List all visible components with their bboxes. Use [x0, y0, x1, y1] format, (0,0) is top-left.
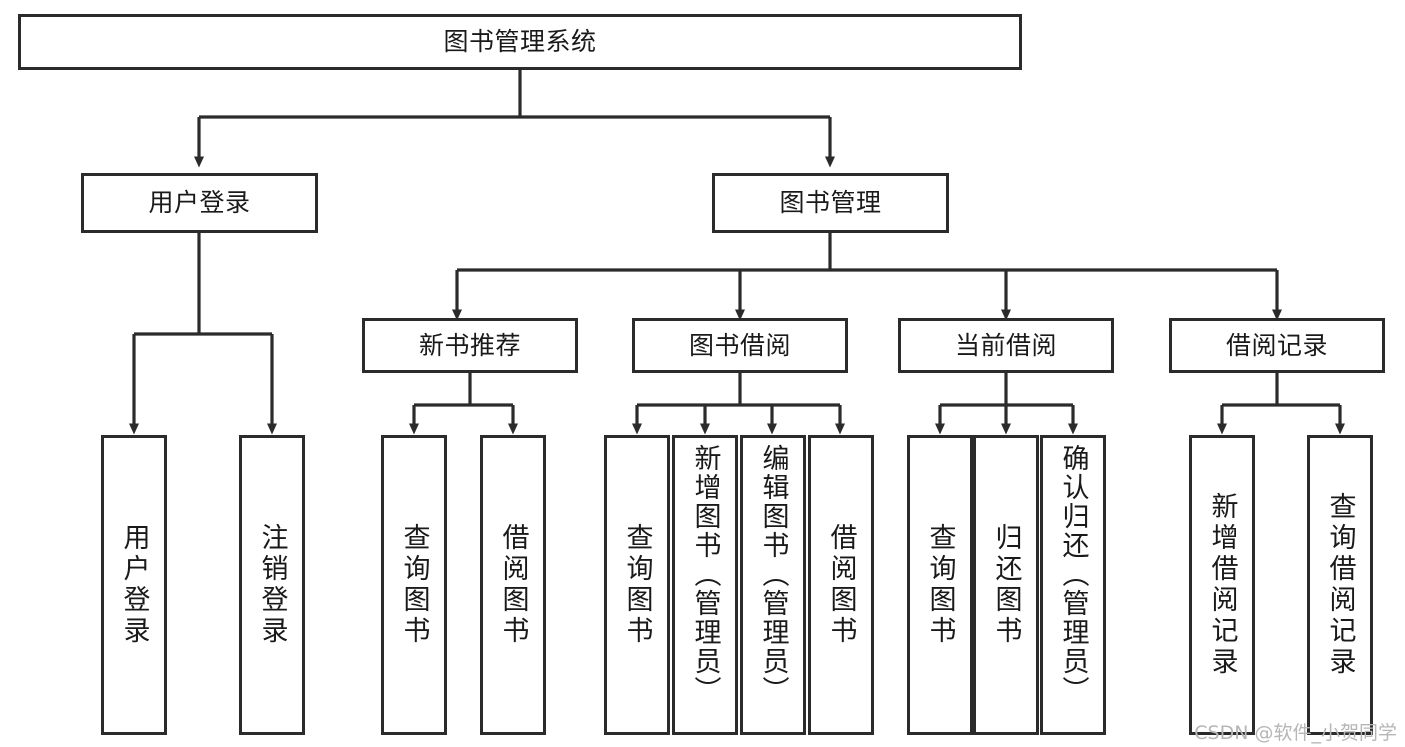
leaf-label: 用户登录	[118, 523, 150, 647]
leaf-label: 借阅图书	[825, 523, 857, 647]
leaf-book-borrow-add[interactable]: 新增图书（管理员）	[672, 435, 738, 735]
leaf-book-borrow-edit[interactable]: 编辑图书（管理员）	[740, 435, 806, 735]
node-root-label: 图书管理系统	[443, 27, 597, 57]
leaf-borrow-record-add[interactable]: 新增借阅记录	[1189, 435, 1255, 735]
leaf-current-borrow-query[interactable]: 查询图书	[907, 435, 973, 735]
node-book-borrow[interactable]: 图书借阅	[632, 318, 848, 373]
leaf-label: 查询图书	[398, 523, 430, 647]
leaf-label: 借阅图书	[497, 523, 529, 647]
node-book-manage-label: 图书管理	[779, 188, 882, 218]
leaf-borrow-record-query[interactable]: 查询借阅记录	[1307, 435, 1373, 735]
leaf-label: 新增图书（管理员）	[689, 444, 721, 705]
node-current-borrow[interactable]: 当前借阅	[898, 318, 1114, 373]
node-user-login-label: 用户登录	[148, 188, 251, 218]
leaf-label: 新增借阅记录	[1206, 492, 1238, 678]
leaf-new-book-query[interactable]: 查询图书	[381, 435, 447, 735]
leaf-current-borrow-confirm[interactable]: 确认归还（管理员）	[1040, 435, 1106, 735]
node-book-manage[interactable]: 图书管理	[712, 173, 949, 233]
leaf-book-borrow-query[interactable]: 查询图书	[604, 435, 670, 735]
leaf-label: 确认归还（管理员）	[1057, 444, 1089, 705]
node-new-book-label: 新书推荐	[418, 330, 521, 360]
node-root[interactable]: 图书管理系统	[18, 14, 1022, 70]
leaf-label: 查询图书	[621, 523, 653, 647]
node-new-book[interactable]: 新书推荐	[362, 318, 578, 373]
node-user-login[interactable]: 用户登录	[81, 173, 318, 233]
node-borrow-record-label: 借阅记录	[1225, 330, 1328, 360]
leaf-label: 注销登录	[256, 523, 288, 647]
leaf-new-book-borrow[interactable]: 借阅图书	[480, 435, 546, 735]
leaf-label: 查询图书	[924, 523, 956, 647]
node-borrow-record[interactable]: 借阅记录	[1169, 318, 1385, 373]
leaf-label: 归还图书	[990, 523, 1022, 647]
leaf-current-borrow-return[interactable]: 归还图书	[973, 435, 1039, 735]
leaf-user-login-login[interactable]: 用户登录	[101, 435, 167, 735]
node-book-borrow-label: 图书借阅	[688, 330, 791, 360]
leaf-book-borrow-borrow[interactable]: 借阅图书	[808, 435, 874, 735]
leaf-label: 编辑图书（管理员）	[757, 444, 789, 705]
leaf-label: 查询借阅记录	[1324, 492, 1356, 678]
watermark: CSDN @软件_小贺同学	[1194, 722, 1397, 744]
leaf-user-login-logout[interactable]: 注销登录	[239, 435, 305, 735]
node-current-borrow-label: 当前借阅	[954, 330, 1057, 360]
